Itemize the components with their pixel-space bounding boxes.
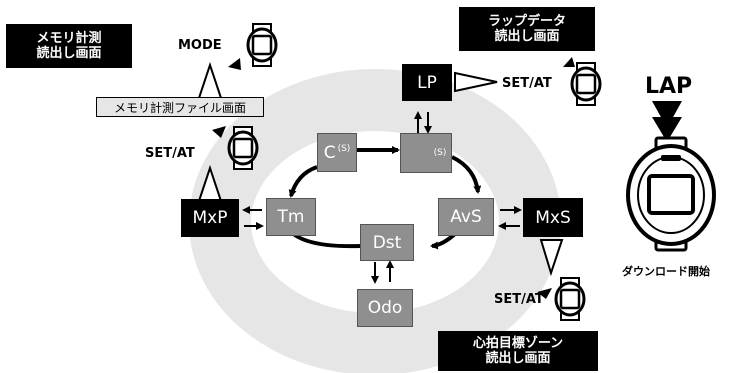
mode-c-label: C xyxy=(323,142,336,163)
mode-box-tm: Tm xyxy=(266,198,316,236)
pointer-mxs xyxy=(539,239,564,277)
mode-c-sub: (S) xyxy=(337,143,351,154)
memory-file-screen-label: メモリ計測ファイル画面 xyxy=(96,97,264,117)
mode-box-odo: Odo xyxy=(357,289,413,327)
arrow-c-to-tm xyxy=(288,165,318,198)
memory-read-label: メモリ計測 読出し画面 xyxy=(6,24,132,68)
lap-button-label: LAP xyxy=(645,74,693,99)
mode-heart-sub: (S) xyxy=(433,148,447,158)
download-start-label: ダウンロード開始 xyxy=(622,265,710,278)
lap-data-line1: ラップデータ xyxy=(487,14,566,29)
heart-zone-label: 心拍目標ゾーン 読出し画面 xyxy=(438,331,598,371)
watch-setat-left-icon xyxy=(227,125,259,171)
mode-box-mxs: MxS xyxy=(523,198,583,237)
mode-box-dst: Dst xyxy=(360,224,414,261)
mode-box-lp: LP xyxy=(402,64,452,101)
memory-read-line1: メモリ計測 xyxy=(36,31,102,46)
heart-zone-line2: 読出し画面 xyxy=(485,351,551,366)
set-at-label-mxs: SET/AT xyxy=(494,292,544,307)
pointer-lp xyxy=(454,71,498,93)
heart-zone-line1: 心拍目標ゾーン xyxy=(472,336,564,351)
mode-box-heart: (S) xyxy=(400,133,452,173)
pointer-memory xyxy=(197,61,223,99)
mode-box-mxp: MxP xyxy=(181,199,239,237)
memory-read-line2: 読出し画面 xyxy=(36,46,102,61)
set-at-label-lp: SET/AT xyxy=(502,76,552,91)
watch-setat-lp-icon xyxy=(570,61,602,107)
mode-box-c: C(S) xyxy=(317,133,357,172)
lap-data-line2: 読出し画面 xyxy=(494,29,560,44)
watch-setat-mxs-icon xyxy=(554,276,586,322)
lap-download-graphic xyxy=(626,101,716,252)
arrow-heart-to-avs xyxy=(451,155,482,194)
mode-box-avs: AvS xyxy=(438,198,494,236)
set-at-label-left: SET/AT xyxy=(145,146,195,161)
mode-button-label: MODE xyxy=(178,38,222,53)
watch-mode-icon xyxy=(246,22,278,68)
lap-data-label: ラップデータ 読出し画面 xyxy=(459,7,595,51)
